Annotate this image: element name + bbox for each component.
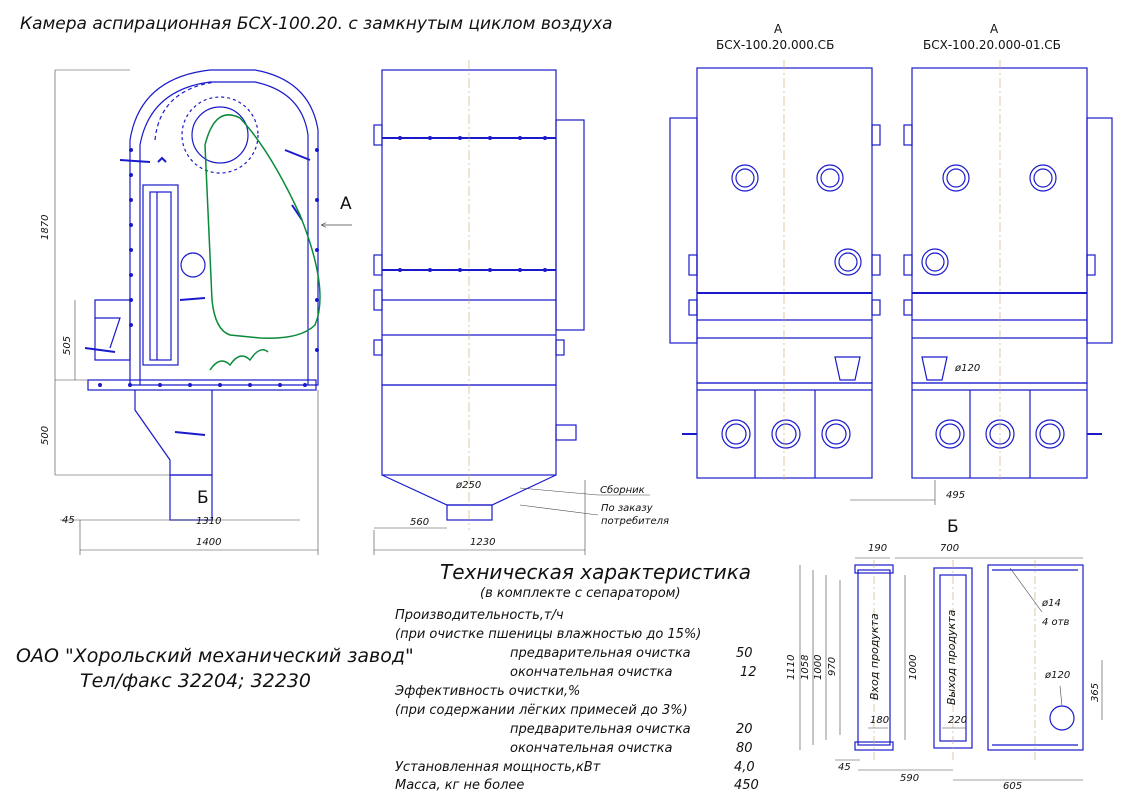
dim-b-700: 700 (940, 543, 960, 554)
spec-value: 450 (734, 778, 759, 793)
spec-label: (при очистке пшеницы влажностью до 15%) (395, 627, 702, 642)
view-a-right-code: БСХ-100.20.000-01.СБ (923, 38, 1061, 52)
spec-label: Установленная мощность,кВт (395, 760, 601, 775)
spec-label: Производительность,т/ч (395, 608, 564, 623)
view-a-right-label: А (990, 22, 999, 36)
dim-b-14: ø14 (1042, 598, 1061, 609)
dim-500: 500 (40, 425, 51, 445)
view-a-left-label: А (774, 22, 783, 36)
dim-b-45: 45 (838, 762, 851, 773)
front-dims (373, 480, 650, 555)
dim-b-180: 180 (870, 715, 890, 726)
spec-row: Эффективность очистки,% (395, 684, 580, 699)
company-name: ОАО "Хорольский механический завод" (16, 645, 414, 667)
dim-120-view: ø120 (955, 363, 981, 374)
view-a-dims (850, 480, 936, 505)
spec-row: Масса, кг не более (395, 778, 524, 793)
spec-value: 20 (736, 722, 753, 737)
spec-row: (при очистке пшеницы влажностью до 15%) (395, 627, 701, 642)
spec-label: предварительная очистка (510, 722, 691, 737)
view-a-left (669, 67, 881, 479)
dim-45-left: 45 (62, 515, 75, 526)
section-b-centerlines (873, 560, 1036, 760)
section-b-title: Б (947, 517, 959, 537)
spec-label: Эффективность очистки,% (395, 684, 581, 699)
spec-row: окончательная очистка (510, 665, 673, 680)
spec-row: предварительная очистка (510, 646, 691, 661)
product-path (204, 114, 321, 371)
note-po-zakazu-2: потребителя (601, 516, 670, 527)
spec-value: 50 (736, 646, 753, 661)
spec-label: окончательная очистка (510, 665, 673, 680)
dim-b-590: 590 (900, 773, 920, 784)
spec-label: Масса, кг не более (395, 778, 525, 793)
dim-b-220: 220 (948, 715, 968, 726)
spec-label: предварительная очистка (510, 646, 691, 661)
spec-label: (при содержании лёгких примесей до 3%) (395, 703, 688, 718)
dim-b-120: ø120 (1045, 670, 1071, 681)
dim-b-605: 605 (1003, 781, 1023, 792)
dim-b-190: 190 (868, 543, 888, 554)
spec-row: (при содержании лёгких примесей до 3%) (395, 703, 688, 718)
front-view (373, 69, 585, 521)
spec-heading: Техническая характеристика (440, 560, 752, 584)
dim-b-4otv: 4 отв (1042, 617, 1070, 628)
dim-1230: 1230 (470, 537, 496, 548)
spec-row: Установленная мощность,кВт (395, 760, 600, 775)
label-outlet: Выход продукта (945, 609, 958, 705)
dim-1310: 1310 (196, 516, 222, 527)
note-po-zakazu-1: По заказу (601, 503, 653, 514)
dim-b-1000-inner: 1000 (908, 654, 919, 680)
view-a-right (903, 67, 1113, 479)
dim-1870: 1870 (40, 214, 51, 240)
side-dims (54, 69, 319, 555)
section-b-marker: Б (197, 488, 209, 508)
view-a-left-code: БСХ-100.20.000.СБ (716, 38, 835, 52)
dim-b-1058: 1058 (800, 654, 811, 680)
side-view (84, 69, 319, 521)
dim-505: 505 (62, 335, 73, 355)
dim-b-365: 365 (1090, 682, 1101, 702)
spec-row: окончательная очистка (510, 741, 673, 756)
section-b (854, 564, 1084, 751)
spec-value: 4,0 (734, 760, 755, 775)
dim-560: 560 (410, 517, 430, 528)
spec-value: 80 (736, 741, 753, 756)
dim-b-970: 970 (827, 656, 838, 676)
dim-b-1000: 1000 (813, 654, 824, 680)
spec-row: предварительная очистка (510, 722, 691, 737)
dim-b-1110: 1110 (786, 654, 797, 680)
arrow-a-label: А (340, 194, 352, 214)
spec-row: Производительность,т/ч (395, 608, 564, 623)
dim-495: 495 (946, 490, 966, 501)
note-sbornik: Сборник (600, 485, 645, 496)
spec-label: окончательная очистка (510, 741, 673, 756)
company-phone: Тел/факс 32204; 32230 (80, 670, 312, 692)
dim-250: ø250 (456, 480, 482, 491)
spec-value: 12 (740, 665, 757, 680)
label-inlet: Вход продукта (868, 613, 881, 700)
section-b-dims (799, 557, 1103, 781)
spec-subheading: (в комплекте с сепаратором) (480, 586, 681, 601)
dim-1400: 1400 (196, 537, 222, 548)
drawing-title: Камера аспирационная БСХ-100.20. с замкн… (20, 14, 613, 34)
